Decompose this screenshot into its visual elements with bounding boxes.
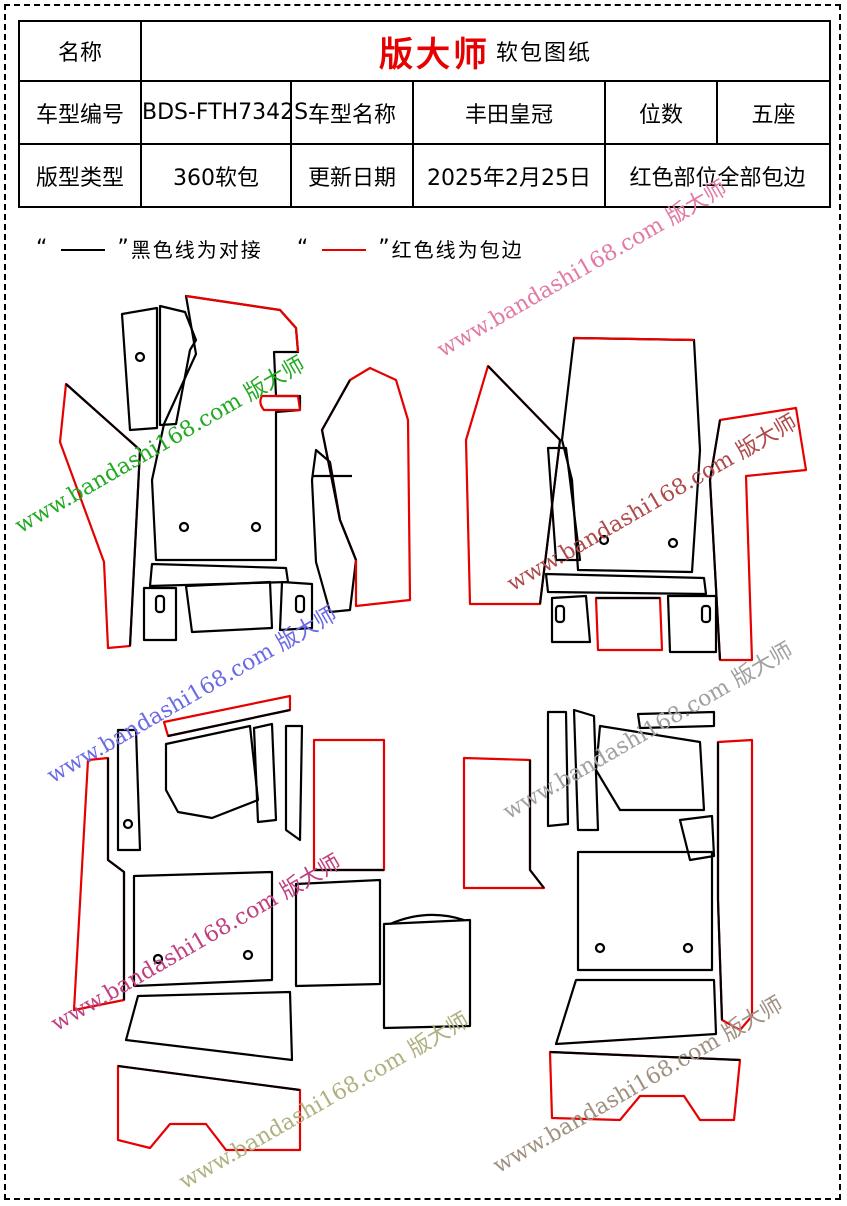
hole-fr-2 [667, 537, 679, 549]
piece-rr-side-panel-seam [716, 742, 724, 1021]
piece-center-tunnel [382, 918, 472, 1030]
piece-rl-lower-mat [124, 990, 294, 1062]
piece-fl-door-panel [58, 382, 142, 650]
legend-black-line [61, 248, 106, 251]
brand-title: 版大师 [379, 34, 490, 75]
hole-rr-1 [594, 942, 606, 954]
model-name-label: 车型名称 [290, 80, 414, 145]
hole-rr-2 [682, 942, 694, 954]
hole-fl-1 [134, 351, 146, 363]
slot-fl-1 [154, 594, 166, 614]
piece-rl-seat-mat [132, 870, 274, 988]
line-legend: “ ” 黑色线为对接 “ ” 红色线为包边 [36, 236, 524, 262]
doc-type: 软包图纸 [496, 41, 593, 66]
piece-rl-footwell [294, 878, 382, 988]
piece-fr-heel-c [666, 594, 718, 654]
piece-rr-strip-a [546, 710, 570, 828]
hole-fl-3 [250, 521, 262, 533]
piece-group-rear-left [72, 694, 386, 1152]
piece-fr-sill-lower [544, 572, 708, 596]
piece-group-rear-right [462, 708, 754, 1122]
piece-fr-heel-b [594, 596, 664, 652]
piece-rr-top-strip [636, 710, 716, 730]
legend-black-text: 黑色线为对接 [130, 238, 263, 262]
piece-rl-main-mat [164, 724, 260, 820]
piece-fl-sill-panel [158, 304, 198, 427]
piece-rl-top-strip-seam [167, 708, 291, 738]
update-date: 2025年2月25日 [412, 143, 606, 208]
piece-fl-pillar-strip [120, 306, 159, 432]
piece-rr-bracket [678, 814, 716, 862]
piece-group-front-right [464, 336, 808, 662]
piece-rl-strip-c [284, 724, 304, 842]
slot-fr-1 [554, 604, 566, 624]
slot-fl-2 [294, 594, 306, 614]
piece-fl-heel-pad-c [278, 580, 314, 632]
info-table: 名称 版大师软包图纸 车型编号 BDS-FTH7342S 车型名称 丰田皇冠 位… [18, 20, 832, 208]
piece-rr-seat-mat [576, 850, 714, 972]
legend-red-line [322, 248, 367, 251]
piece-fl-center-trim [310, 448, 358, 614]
update-label: 更新日期 [290, 143, 414, 208]
name-label: 名称 [18, 20, 142, 82]
hole-rl-2 [152, 953, 164, 965]
seats-label: 位数 [604, 80, 718, 145]
piece-fl-console-side-seam [320, 379, 358, 561]
type-label: 版型类型 [18, 143, 142, 208]
hole-rl-1 [122, 818, 134, 830]
piece-fl-door-panel-seam [65, 383, 142, 647]
piece-fl-tab [259, 394, 302, 412]
binding-note: 红色部位全部包边 [603, 143, 832, 208]
model-name: 丰田皇冠 [412, 80, 606, 145]
piece-fl-heel-pad-a [142, 586, 178, 642]
slot-fr-2 [700, 604, 712, 624]
piece-center-tunnel-top [389, 913, 465, 926]
piece-rr-strip-b [572, 708, 600, 832]
piece-rl-strip-b [252, 722, 278, 824]
piece-fl-main-mat-edge [185, 294, 300, 353]
piece-fr-heel-a [550, 594, 592, 644]
piece-group-center [382, 913, 472, 1030]
piece-rl-rear-wrap-seam [117, 1064, 301, 1092]
piece-fr-main-mat [560, 336, 702, 574]
piece-rr-side-panel [716, 738, 754, 1032]
piece-fr-tunnel-seam [487, 365, 562, 605]
piece-rl-strip-a [116, 728, 142, 852]
piece-fl-heel-pad-b [184, 580, 274, 634]
legend-red-text: 红色线为包边 [391, 238, 524, 262]
hole-fl-2 [178, 521, 190, 533]
piece-group-front-left [58, 294, 412, 650]
hole-rl-3 [242, 949, 254, 961]
piece-rr-rear-wrap [548, 1050, 742, 1122]
piece-rl-side-panel-seam [106, 758, 126, 1000]
piece-rr-rear-wrap-seam [549, 1050, 741, 1062]
title-cell: 版大师软包图纸 [139, 20, 832, 82]
hole-fr-1 [598, 534, 610, 546]
page-border [4, 4, 841, 1200]
piece-fr-strip-a [546, 446, 582, 562]
model-code: BDS-FTH7342S [140, 80, 308, 145]
piece-fr-main-mat-edge [573, 336, 695, 342]
seats-value: 五座 [715, 80, 832, 145]
piece-rr-lower-mat [554, 978, 718, 1046]
piece-rr-tunnel-wall-seam [528, 760, 545, 889]
type-value: 360软包 [140, 143, 292, 208]
model-code-label: 车型编号 [18, 80, 142, 145]
piece-rl-rear-wrap [116, 1064, 302, 1152]
